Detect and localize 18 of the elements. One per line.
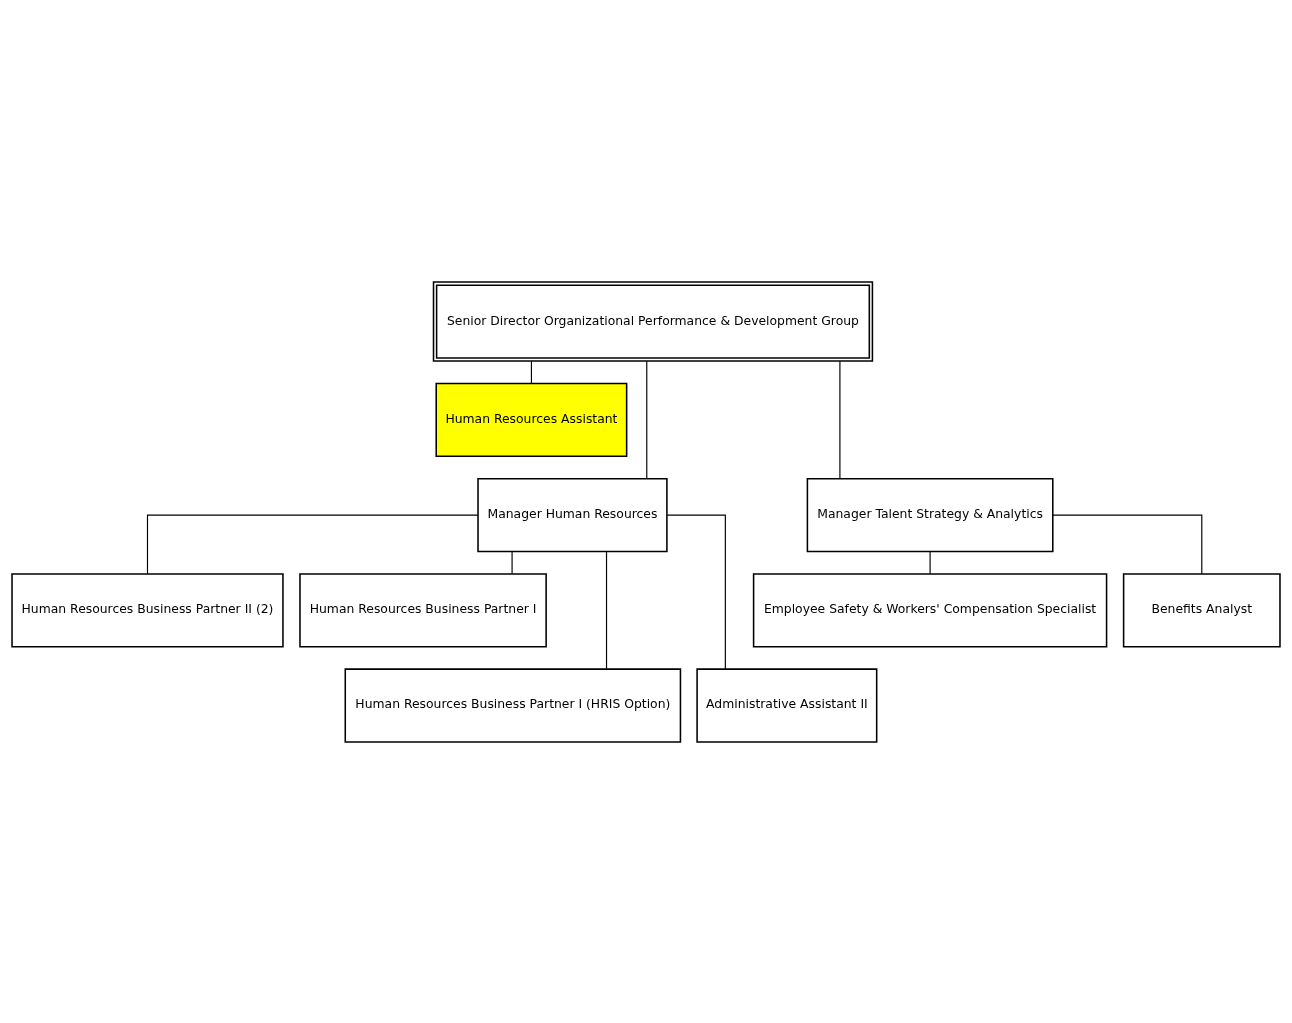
connector: [929, 550, 931, 574]
connector: [666, 514, 726, 670]
node-box: Human Resources Business Partner I: [299, 572, 547, 647]
connector: [605, 550, 608, 669]
connector: [1052, 514, 1203, 574]
node-box: Administrative Assistant II: [696, 667, 878, 743]
node-box: Employee Safety & Workers' Compensation Specialist: [752, 572, 1108, 647]
node-box: Human Resources Business Partner II (2): [11, 572, 284, 647]
connector: [511, 550, 513, 574]
node-box: Human Resources Business Partner I (HRIS Option): [344, 667, 682, 743]
connector: [839, 360, 841, 479]
connector: [530, 360, 533, 384]
connector: [146, 514, 479, 574]
connector: [646, 360, 648, 479]
node-box: Human Resources Assistant: [435, 382, 628, 457]
node-box: Manager Talent Strategy & Analytics: [806, 477, 1054, 552]
node-box: Benefits Analyst: [1122, 572, 1281, 647]
node-box: Manager Human Resources: [477, 477, 668, 552]
